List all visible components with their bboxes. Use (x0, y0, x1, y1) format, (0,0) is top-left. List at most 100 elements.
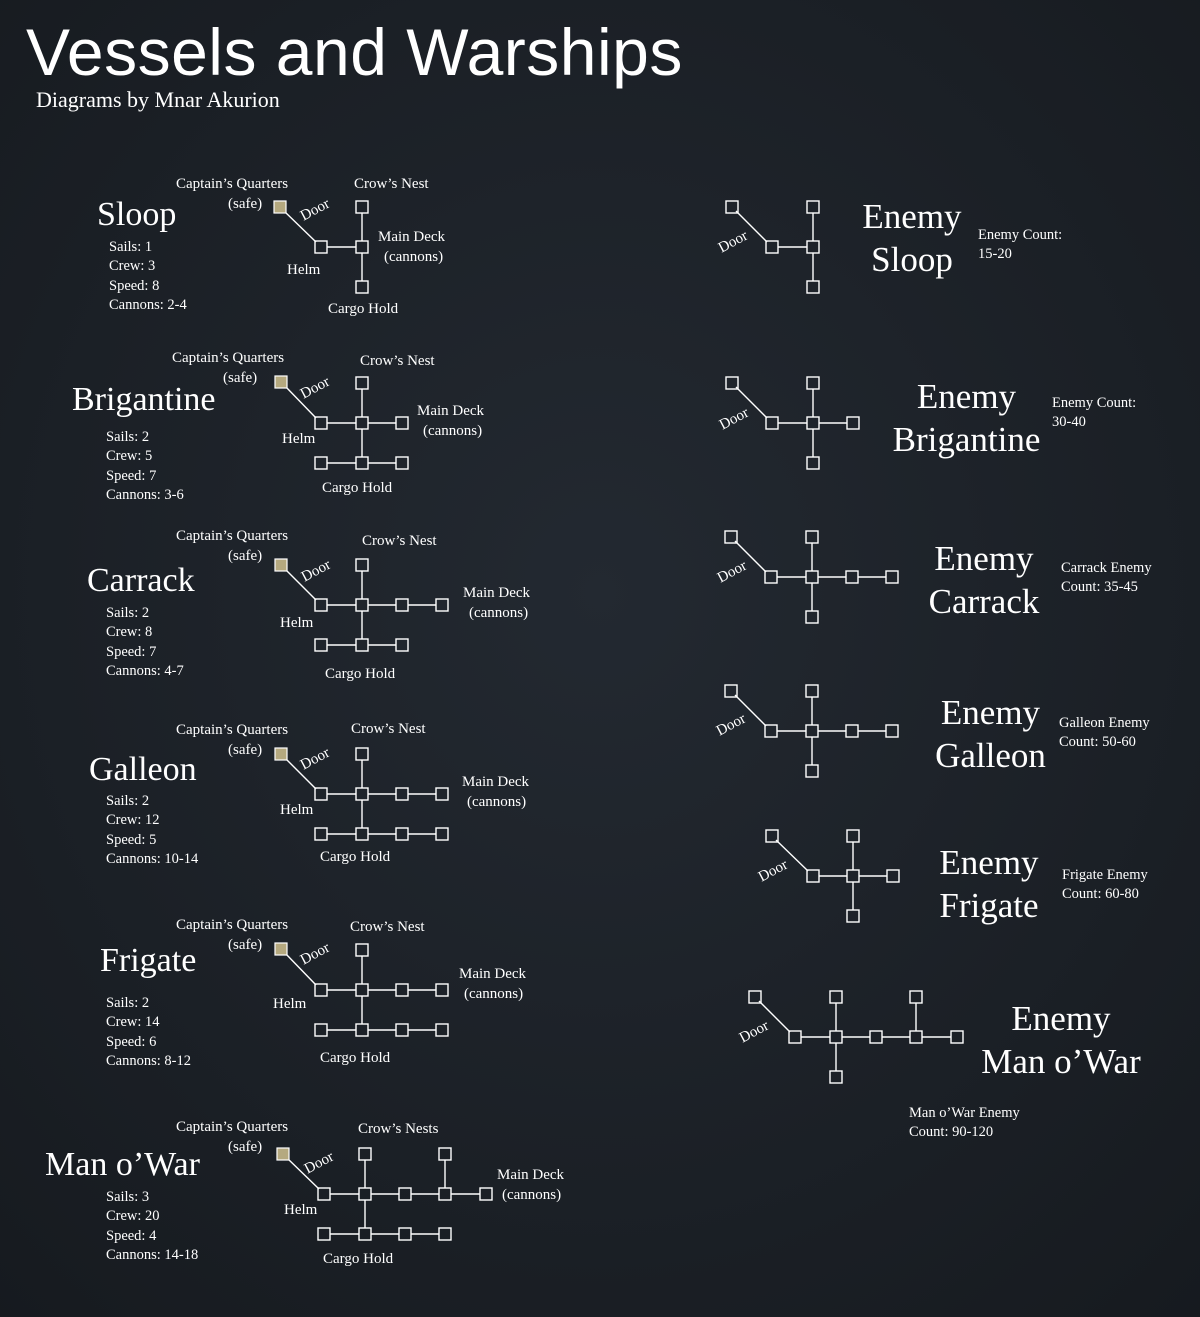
enemy-name-line: Enemy (940, 693, 1041, 732)
enemy-name-line: Man o’War (981, 1042, 1141, 1081)
main-deck-room (358, 1187, 372, 1201)
cargo-hold-room (829, 1070, 843, 1084)
door-corridor (734, 694, 767, 727)
crows-nest-label: Crow’s Nests (358, 1121, 439, 1137)
captains-quarters-room (274, 942, 288, 956)
ship-name: Brigantine (72, 381, 216, 418)
crows-nest-label: Crow’s Nest (354, 176, 429, 192)
helm-label: Helm (287, 262, 321, 278)
deck-room (950, 1030, 964, 1044)
deck-room (479, 1187, 493, 1201)
deck-room (885, 724, 899, 738)
crows-nest-room (909, 990, 923, 1004)
ship-stat: Cannons: 3-6 (106, 487, 184, 504)
main-deck-label: Main Deck (497, 1167, 565, 1183)
cargo-hold-room (395, 456, 409, 470)
crows-nest-room (806, 376, 820, 390)
enemy-name-line: Enemy (939, 843, 1039, 882)
door-corridor (284, 952, 317, 986)
enemy-name-line: Enemy (934, 539, 1034, 578)
ship-name: Man o’War (45, 1146, 200, 1183)
cargo-hold-room (395, 638, 409, 652)
ship-stat: Cannons: 14-18 (106, 1247, 199, 1264)
cannons-label: (cannons) (467, 793, 527, 810)
captains-quarters-label: Captain’s Quarters (176, 528, 289, 544)
cargo-hold-label: Cargo Hold (320, 1050, 391, 1066)
cargo-hold-room (314, 456, 328, 470)
cargo-hold-room (806, 456, 820, 470)
door-label: Door (736, 1017, 772, 1047)
main-deck-label: Main Deck (462, 774, 530, 790)
ship-stat: Crew: 20 (106, 1208, 160, 1225)
enemy-count-label: Enemy Count: (1052, 395, 1137, 411)
ship-stat: Sails: 2 (106, 995, 150, 1011)
captains-quarters-label: Captain’s Quarters (176, 176, 289, 192)
enemy-count-label: Count: 50-60 (1059, 734, 1136, 751)
cargo-hold-room (435, 1023, 449, 1037)
ship-stat: Crew: 12 (106, 812, 160, 829)
ship-stat: Sails: 1 (109, 239, 153, 255)
safe-label: (safe) (228, 195, 263, 212)
cannons-label: (cannons) (423, 422, 483, 439)
enemy-count-label: Man o’War Enemy (909, 1105, 1020, 1121)
cannons-label: (cannons) (469, 604, 529, 621)
crows-nest-room (358, 1147, 372, 1161)
cargo-hold-room (317, 1227, 331, 1241)
cannons-label: (cannons) (502, 1186, 562, 1203)
door-label: Door (714, 557, 750, 587)
door-label: Door (297, 939, 333, 969)
enemy-name-line: Enemy (916, 377, 1017, 416)
door-label: Door (297, 195, 333, 225)
door-label: Door (755, 856, 791, 886)
enemy-name-line: Sloop (871, 240, 953, 279)
main-deck-room (805, 724, 819, 738)
helm-room (788, 1030, 802, 1044)
enemy-count-label: Frigate Enemy (1062, 867, 1148, 883)
crows-nest-room (805, 684, 819, 698)
main-deck-room (829, 1030, 843, 1044)
deck-room (395, 416, 409, 430)
crows-nest-room (355, 747, 369, 761)
cargo-hold-room (846, 909, 860, 923)
main-deck-label: Main Deck (463, 585, 531, 601)
crows-nest-room (805, 530, 819, 544)
ship-stat: Cannons: 8-12 (106, 1053, 191, 1070)
crows-nest-room (355, 200, 369, 214)
helm-room (765, 416, 779, 430)
ship-stat: Sails: 2 (106, 793, 150, 809)
captains-quarters-label: Captain’s Quarters (176, 917, 289, 933)
main-deck-room (806, 416, 820, 430)
crows-nest-label: Crow’s Nest (360, 353, 435, 369)
deck-room (909, 1030, 923, 1044)
cargo-hold-label: Cargo Hold (325, 666, 396, 682)
crows-nest-label: Crow’s Nest (350, 919, 425, 935)
door-corridor (283, 210, 317, 243)
page-title: Vessels and Warships (26, 15, 683, 89)
door-corridor (284, 385, 317, 419)
door-room (765, 829, 779, 843)
cargo-hold-room (395, 1023, 409, 1037)
helm-room (314, 240, 328, 254)
helm-room (765, 240, 779, 254)
ship-stat: Speed: 7 (106, 643, 157, 660)
safe-label: (safe) (228, 547, 263, 564)
deck-room (869, 1030, 883, 1044)
deck-room (395, 787, 409, 801)
enemy-name-line: Carrack (928, 582, 1040, 621)
helm-room (764, 570, 778, 584)
ship-name: Frigate (100, 942, 197, 979)
ship-stat: Crew: 14 (106, 1014, 160, 1031)
cargo-hold-room (395, 827, 409, 841)
safe-label: (safe) (223, 369, 258, 386)
enemy-count-label: Count: 90-120 (909, 1124, 994, 1141)
door-room (725, 376, 739, 390)
cargo-hold-label: Cargo Hold (320, 849, 391, 865)
door-corridor (735, 386, 768, 419)
crows-nest-room (355, 943, 369, 957)
door-corridor (775, 839, 809, 872)
door-label: Door (297, 373, 333, 403)
door-label: Door (713, 710, 749, 740)
cargo-hold-room (806, 280, 820, 294)
door-label: Door (715, 227, 751, 257)
main-deck-label: Main Deck (459, 966, 527, 982)
